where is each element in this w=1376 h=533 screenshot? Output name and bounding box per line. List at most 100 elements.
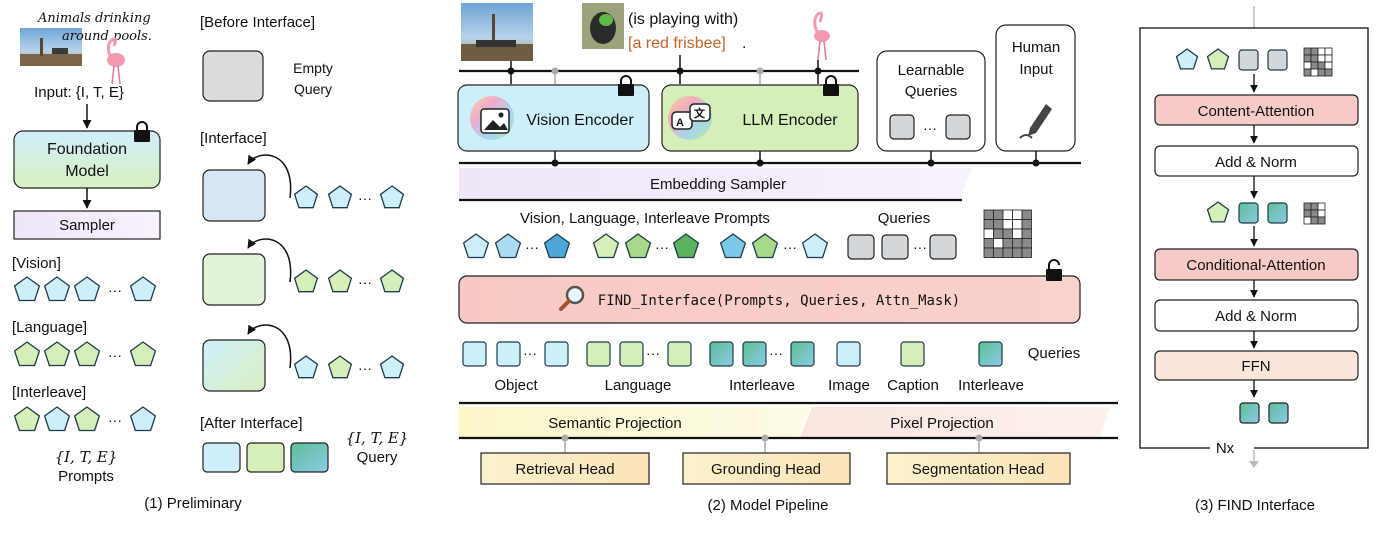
svg-text:文: 文 [694, 106, 706, 120]
mask-cell [1310, 54, 1319, 63]
before-interface-label: [Before Interface] [200, 14, 315, 31]
panel-find-interface: Content-Attention Add & Norm Conditional… [1139, 6, 1369, 514]
mask-cell [1012, 247, 1023, 258]
content-attention-box [1154, 94, 1359, 126]
prompt-token [719, 233, 747, 259]
ffn-label: FFN [1241, 358, 1270, 375]
panel-model-pipeline: (is playing with) [a red frisbee] . Visi… [457, 3, 1118, 514]
prompt-token [293, 185, 319, 209]
find-interface-call: FIND_Interface(Prompts, Queries, Attn_Ma… [598, 293, 960, 309]
is-playing-text: (is playing with) [628, 11, 738, 28]
caption-find-interface: (3) FIND Interface [1195, 497, 1315, 514]
mask-cell [1021, 247, 1032, 258]
mask-cell [1012, 219, 1023, 230]
mask-cell [983, 228, 994, 239]
query-token [929, 234, 957, 260]
learnable-queries-label-2: Queries [905, 83, 958, 100]
arrow-interface-1 [247, 154, 292, 199]
mask-cell [983, 209, 994, 220]
mask-cell [1303, 47, 1312, 56]
mask-cell [1002, 228, 1013, 239]
prompt-token [293, 269, 319, 293]
pipeline-prompt-tokens: ········· [462, 233, 829, 259]
after-query-vision [202, 442, 241, 473]
pipeline-output-tokens: ········· [462, 341, 1003, 367]
mask-cell [983, 238, 994, 249]
mask-cell [993, 209, 1004, 220]
prompt-token [73, 341, 101, 367]
mask-cell [1324, 54, 1333, 63]
dog-photo [582, 3, 624, 49]
prompts-title: Vision, Language, Interleave Prompts [520, 210, 770, 227]
prompt-token [494, 233, 522, 259]
query-token [790, 341, 815, 367]
grounding-head-box [682, 452, 851, 485]
prompt-token [327, 269, 353, 293]
sampler-box [13, 210, 161, 240]
mask-cell [983, 219, 994, 230]
pen-icon [1019, 104, 1052, 139]
mask-cell [1021, 219, 1032, 230]
prompt-token [43, 406, 71, 432]
mask-cell [1324, 47, 1333, 56]
prompt-token [129, 406, 157, 432]
add-norm-label-1: Add & Norm [1215, 154, 1297, 171]
empty-query-label-1: Empty [293, 60, 333, 76]
mask-cell [1012, 228, 1023, 239]
prompt-token [13, 406, 41, 432]
mask-cell [993, 238, 1004, 249]
prompt-token [43, 276, 71, 302]
prompt-token [379, 355, 405, 379]
interface-label: [Interface] [200, 130, 267, 147]
block-mid-tokens [1206, 201, 1288, 224]
prompt-token [1206, 201, 1230, 223]
semantic-projection-band [459, 407, 810, 437]
mask-cell [1002, 219, 1013, 230]
interface-query-interleave [202, 339, 266, 392]
query-token [1267, 49, 1288, 71]
learnable-ellipsis: ··· [923, 120, 937, 136]
out-label-caption: Caption [887, 377, 939, 394]
out-label-image: Image [828, 377, 870, 394]
caption-model-pipeline: (2) Model Pipeline [708, 497, 829, 514]
empty-query-label-2: Query [294, 81, 332, 97]
query-label: Query [357, 449, 398, 466]
segmentation-head-box [886, 452, 1071, 485]
mask-cell [1310, 216, 1319, 225]
ellipsis: ··· [358, 190, 372, 206]
queries-ellipsis: ··· [913, 239, 927, 255]
mask-cell [1310, 202, 1319, 211]
learnable-queries-label-1: Learnable [898, 62, 965, 79]
translate-icon: A 文 [668, 96, 712, 140]
mask-cell [1303, 202, 1312, 211]
after-query-interleave [290, 442, 329, 473]
mask-cell [1021, 238, 1032, 249]
conditional-attention-box [1154, 248, 1359, 281]
ffn-box [1154, 350, 1359, 381]
after-query-language [246, 442, 285, 473]
mask-cell [1303, 216, 1312, 225]
input-label: Input: {I, T, E} [34, 84, 124, 101]
human-input-label-2: Input [1019, 61, 1053, 78]
panel-preliminary: Animals drinking around pools. Input: {I… [12, 11, 408, 512]
interface-vision-prompts: ··· [293, 185, 405, 209]
after-interface-label: [After Interface] [200, 415, 303, 432]
prompt-token [379, 269, 405, 293]
prompt-token [129, 276, 157, 302]
vision-prompt-row: ··· [13, 276, 157, 302]
mask-cell [1002, 247, 1013, 258]
mask-cell [1021, 228, 1032, 239]
prompt-token [327, 185, 353, 209]
query-token [978, 341, 1003, 367]
sampler-label: Sampler [59, 217, 115, 234]
mask-cell [1303, 68, 1312, 77]
prompts-label: Prompts [58, 468, 114, 485]
segmentation-head-label: Segmentation Head [912, 461, 1045, 478]
prompt-token [43, 341, 71, 367]
vision-label: [Vision] [12, 255, 61, 272]
flow-out-arrowhead [1249, 461, 1259, 468]
block-output-token [1239, 402, 1260, 424]
prompt-token [293, 355, 319, 379]
attention-mask-grid [1303, 47, 1333, 77]
